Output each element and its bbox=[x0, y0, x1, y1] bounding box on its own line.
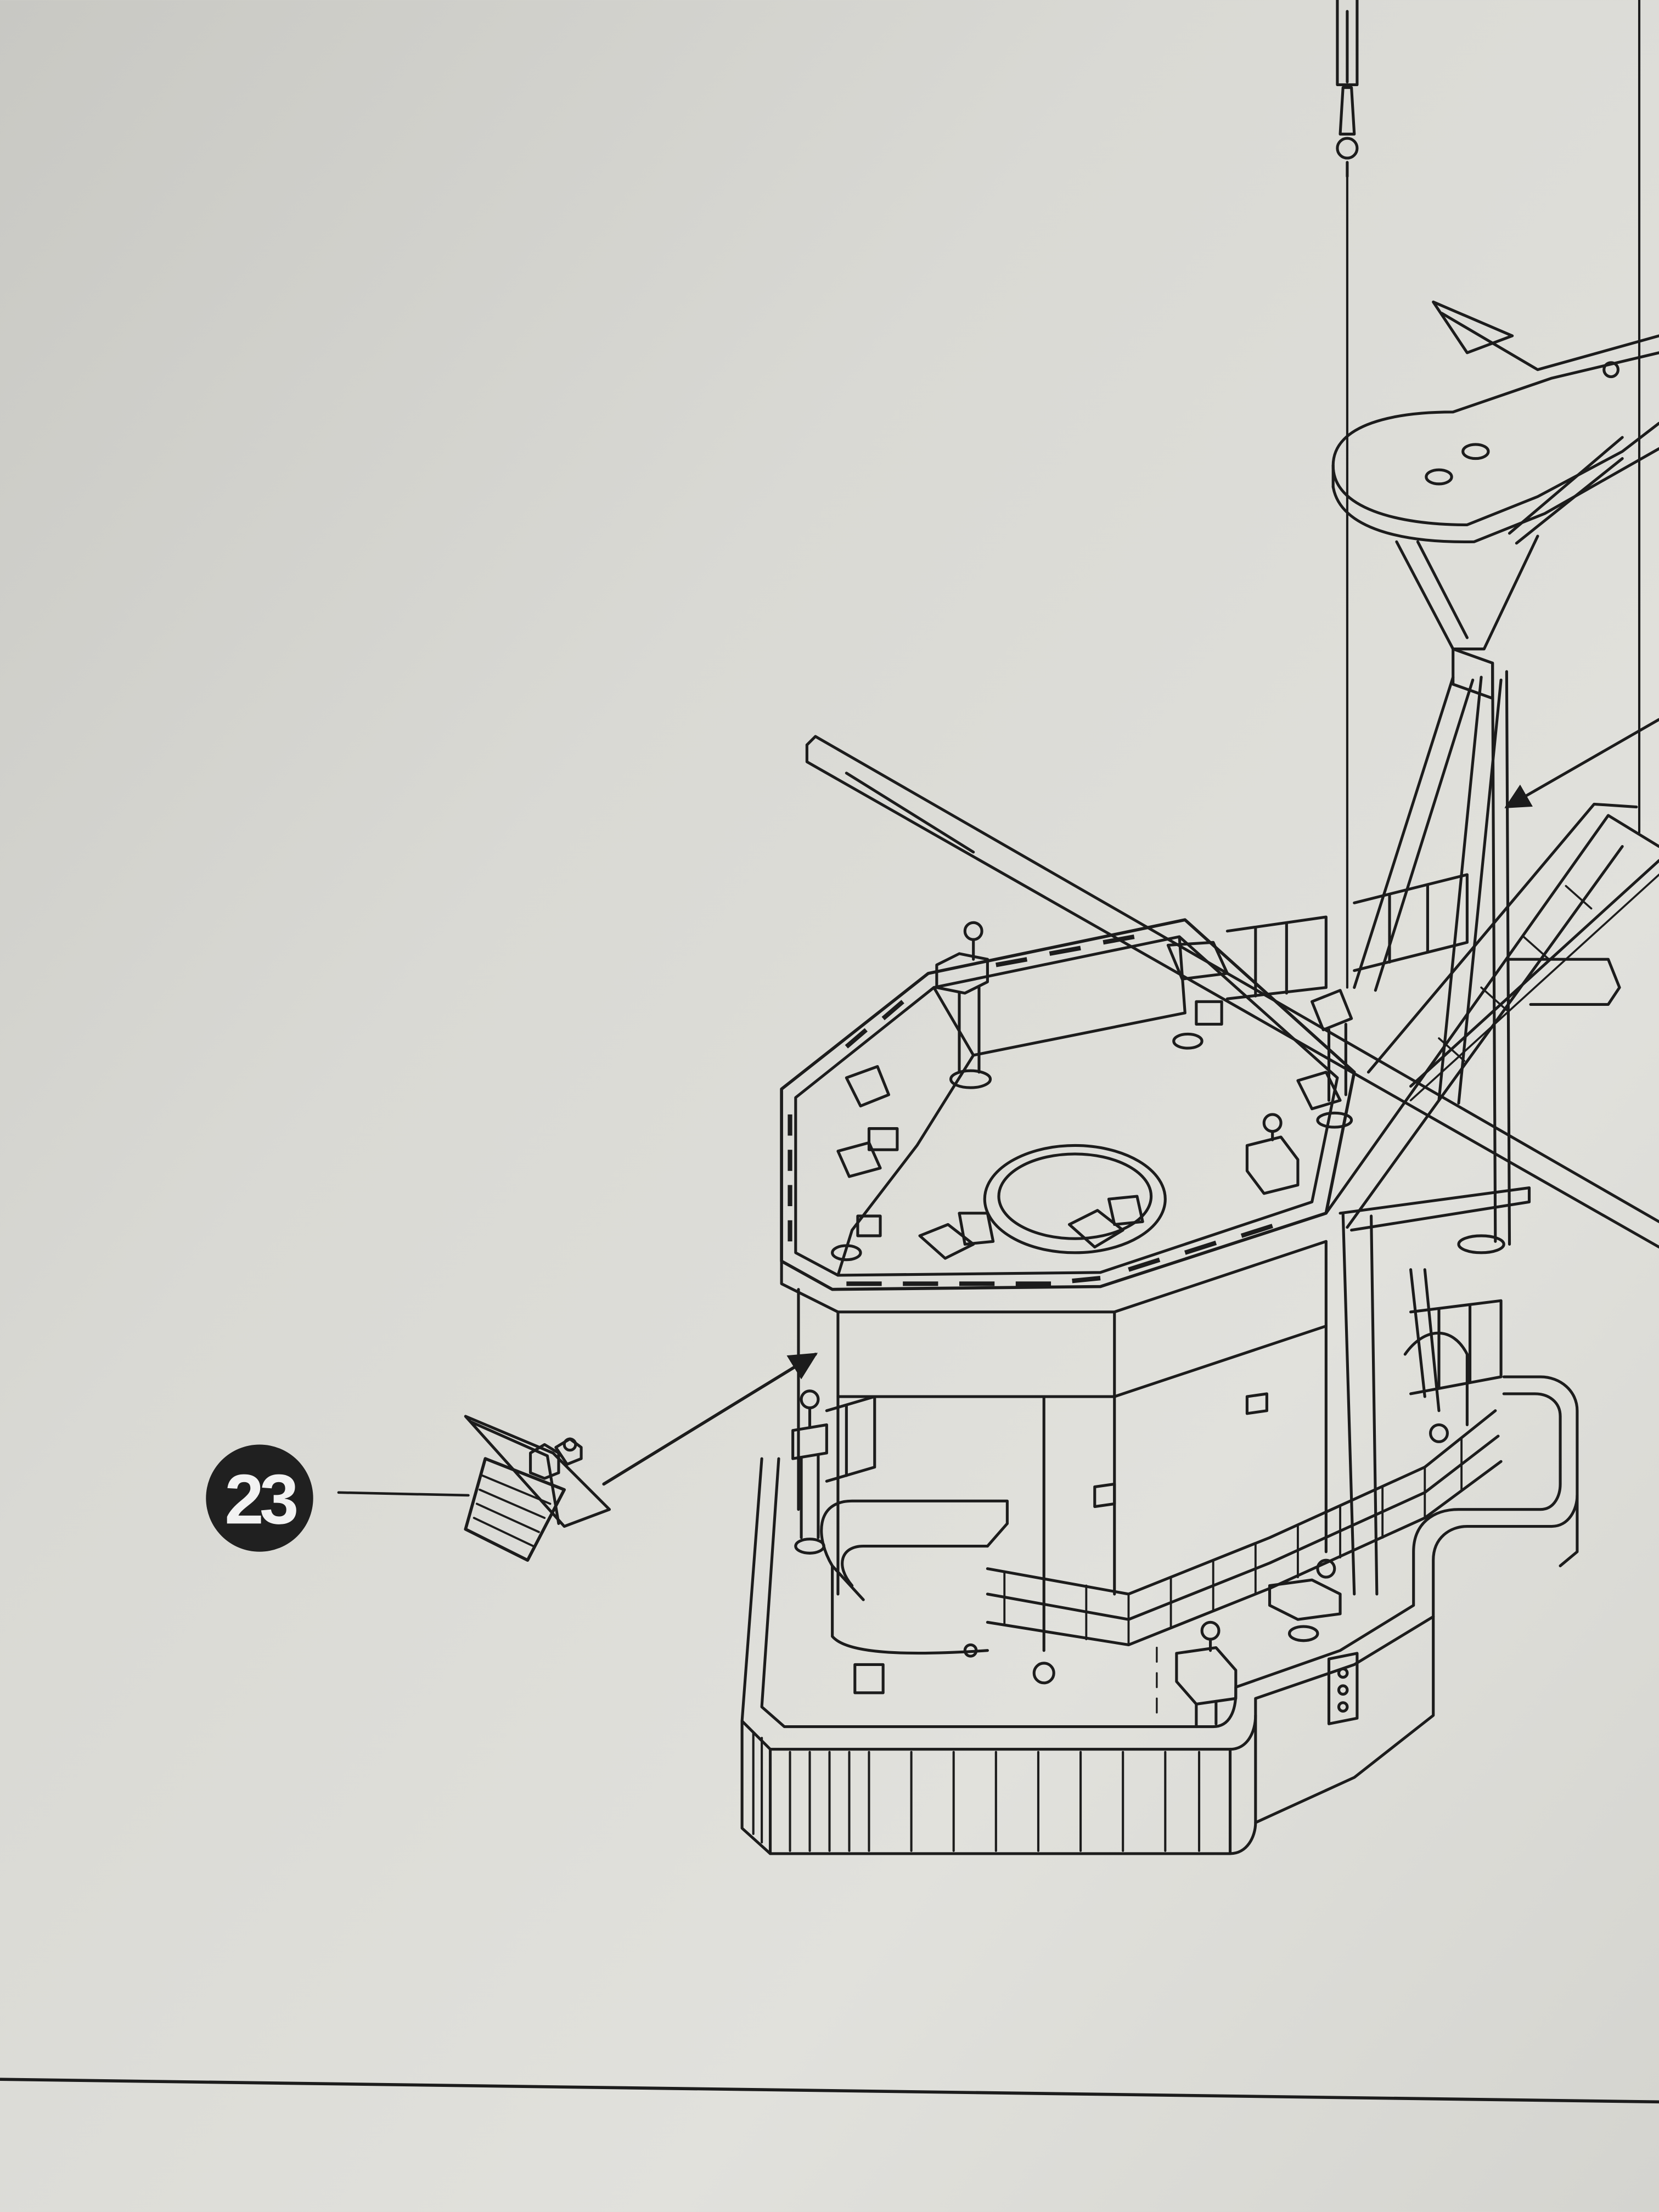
left-railing bbox=[791, 1389, 876, 1555]
superstructure bbox=[797, 1186, 1531, 1652]
part-arrow bbox=[602, 1353, 818, 1486]
part-23-piece bbox=[464, 1415, 611, 1562]
mast-railing bbox=[1225, 873, 1621, 1006]
callout-23: 23 bbox=[206, 1444, 313, 1552]
deck-fittings bbox=[831, 921, 1353, 1262]
callout-leader-line bbox=[337, 1491, 470, 1497]
callout-number: 23 bbox=[224, 1460, 296, 1539]
callout-disc bbox=[206, 1444, 313, 1552]
page-border-line bbox=[0, 2078, 1659, 2104]
tripod-legs bbox=[1353, 661, 1511, 1254]
radar-platform bbox=[1331, 300, 1659, 700]
base-deck bbox=[740, 1375, 1579, 1855]
mast bbox=[1336, 0, 1641, 989]
front-shield bbox=[820, 1499, 1009, 1655]
deck-hatch bbox=[983, 1144, 1167, 1254]
upper-stairs bbox=[1324, 802, 1659, 1229]
mast-arrow bbox=[1504, 718, 1659, 809]
